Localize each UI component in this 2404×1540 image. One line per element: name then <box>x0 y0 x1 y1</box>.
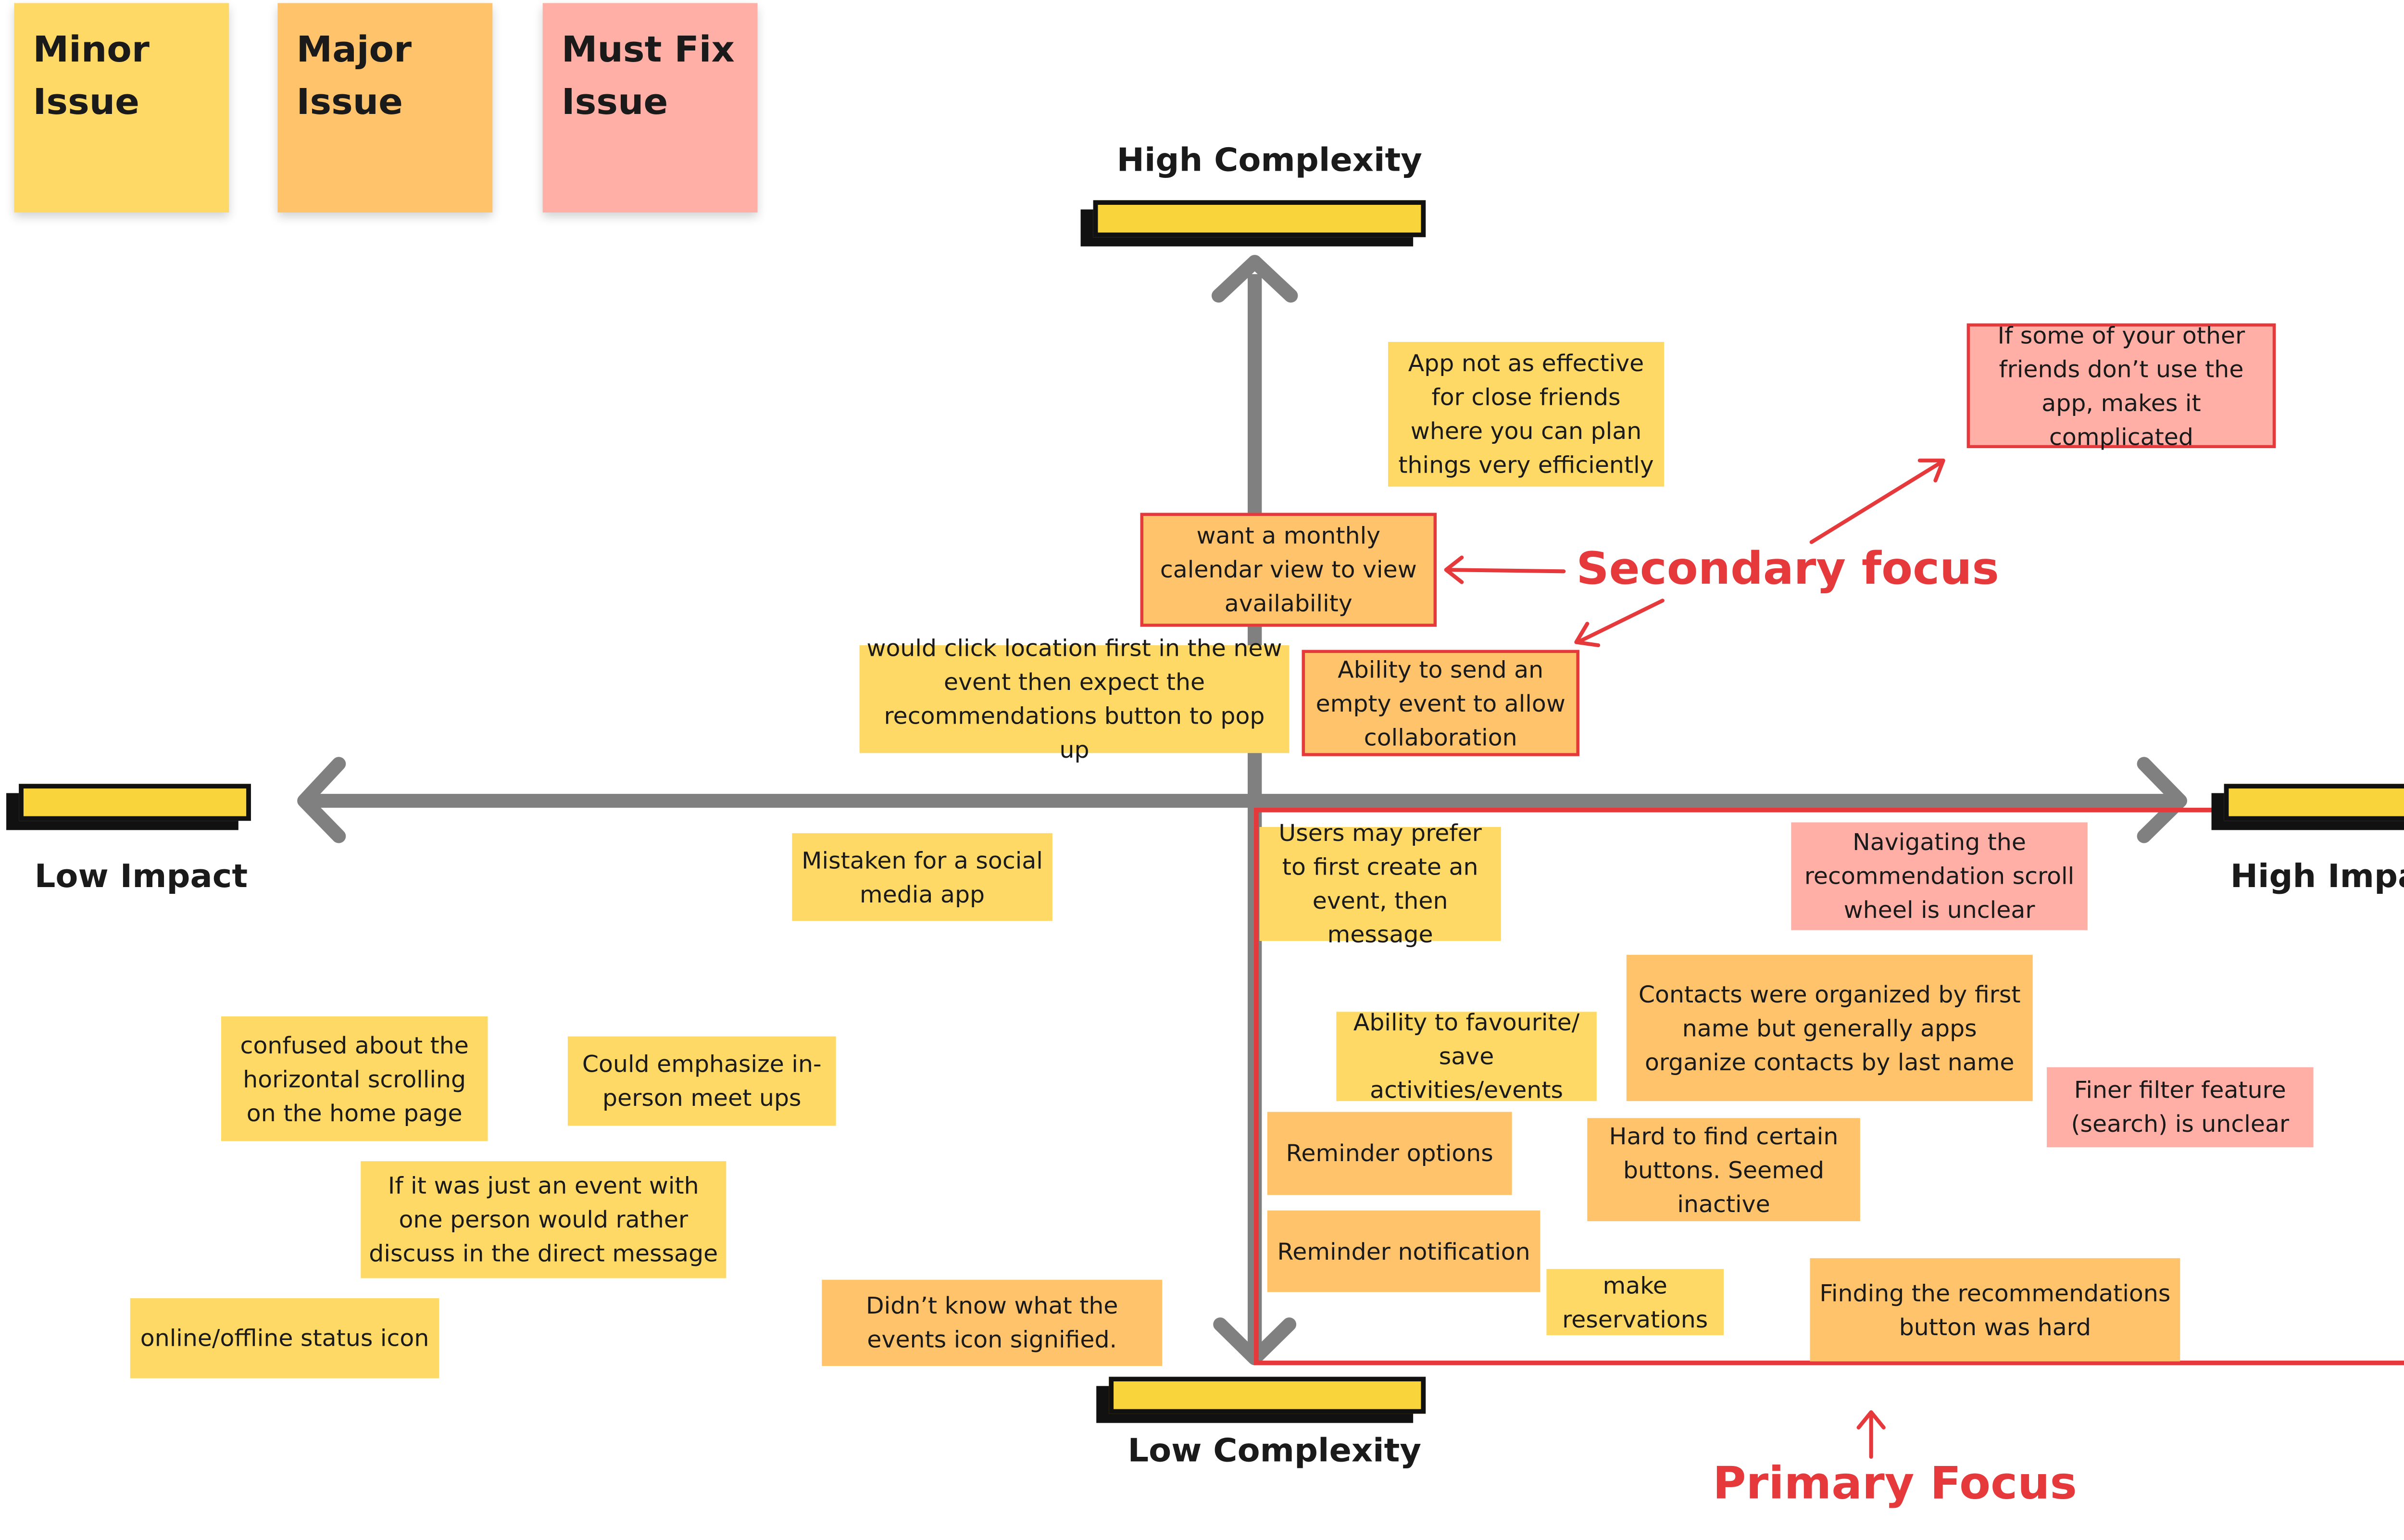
bottom-label-bar <box>1109 1377 1426 1414</box>
note-mistaken-social: Mistaken for a social media app <box>792 833 1052 921</box>
secondary-arrows <box>1444 458 1945 648</box>
top-label-bar <box>1093 200 1426 238</box>
legend-minor-issue: Minor Issue <box>14 3 229 213</box>
note-monthly-calendar: want a monthly calendar view to view ava… <box>1140 513 1437 627</box>
left-label-bar <box>19 784 251 821</box>
legend-major-issue: Major Issue <box>277 3 493 213</box>
secondary-focus-label: Secondary focus <box>1576 542 1999 595</box>
legend-must-fix-issue: Must Fix Issue <box>542 3 758 213</box>
axis-label-high-complexity: High Complexity <box>1116 141 1422 179</box>
note-navigating-scroll: Navigating the recommendation scroll whe… <box>1791 822 2088 930</box>
axis-label-high-impact: High Impact <box>2230 858 2404 895</box>
arrow-left-icon <box>297 757 346 843</box>
note-status-icon: online/offline status icon <box>130 1298 439 1378</box>
note-make-reservations: make reservations <box>1546 1269 1724 1336</box>
note-reminder-notification: Reminder notification <box>1267 1210 1540 1292</box>
axis-label-low-complexity: Low Complexity <box>1127 1432 1422 1469</box>
note-events-icon: Didn’t know what the events icon signifi… <box>822 1279 1163 1366</box>
note-empty-event: Ability to send an empty event to allow … <box>1302 650 1579 756</box>
note-click-location: would click location first in the new ev… <box>859 635 1290 764</box>
arrow-up-icon <box>1211 255 1298 303</box>
primary-arrow <box>1856 1410 1886 1459</box>
note-emphasize-meetups: Could emphasize in-person meet ups <box>567 1036 836 1126</box>
note-horizontal-scrolling: confused about the horizontal scrolling … <box>221 1016 488 1141</box>
axis-label-low-impact: Low Impact <box>34 858 248 895</box>
primary-focus-box <box>1254 807 2404 1365</box>
note-reminder-options: Reminder options <box>1267 1112 1512 1195</box>
right-label-bar <box>2224 784 2404 821</box>
note-other-friends: If some of your other friends don’t use … <box>1966 321 2276 451</box>
note-finding-recommendations: Finding the recommendations button was h… <box>1810 1258 2180 1362</box>
note-finer-filter: Finer filter feature (search) is unclear <box>2047 1067 2314 1148</box>
note-create-event-first: Users may prefer to first create an even… <box>1259 819 1501 949</box>
note-hard-to-find: Hard to find certain buttons. Seemed ina… <box>1587 1118 1860 1221</box>
arrow-right-icon <box>2137 757 2187 843</box>
primary-focus-label: Primary Focus <box>1713 1457 2077 1509</box>
note-contacts-organized: Contacts were organized by first name bu… <box>1626 954 2033 1102</box>
note-favourite: Ability to favourite/ save activities/ev… <box>1336 1009 1597 1104</box>
note-direct-message: If it was just an event with one person … <box>361 1161 726 1278</box>
note-app-not-effective: App not as effective for close friends w… <box>1388 342 1665 487</box>
